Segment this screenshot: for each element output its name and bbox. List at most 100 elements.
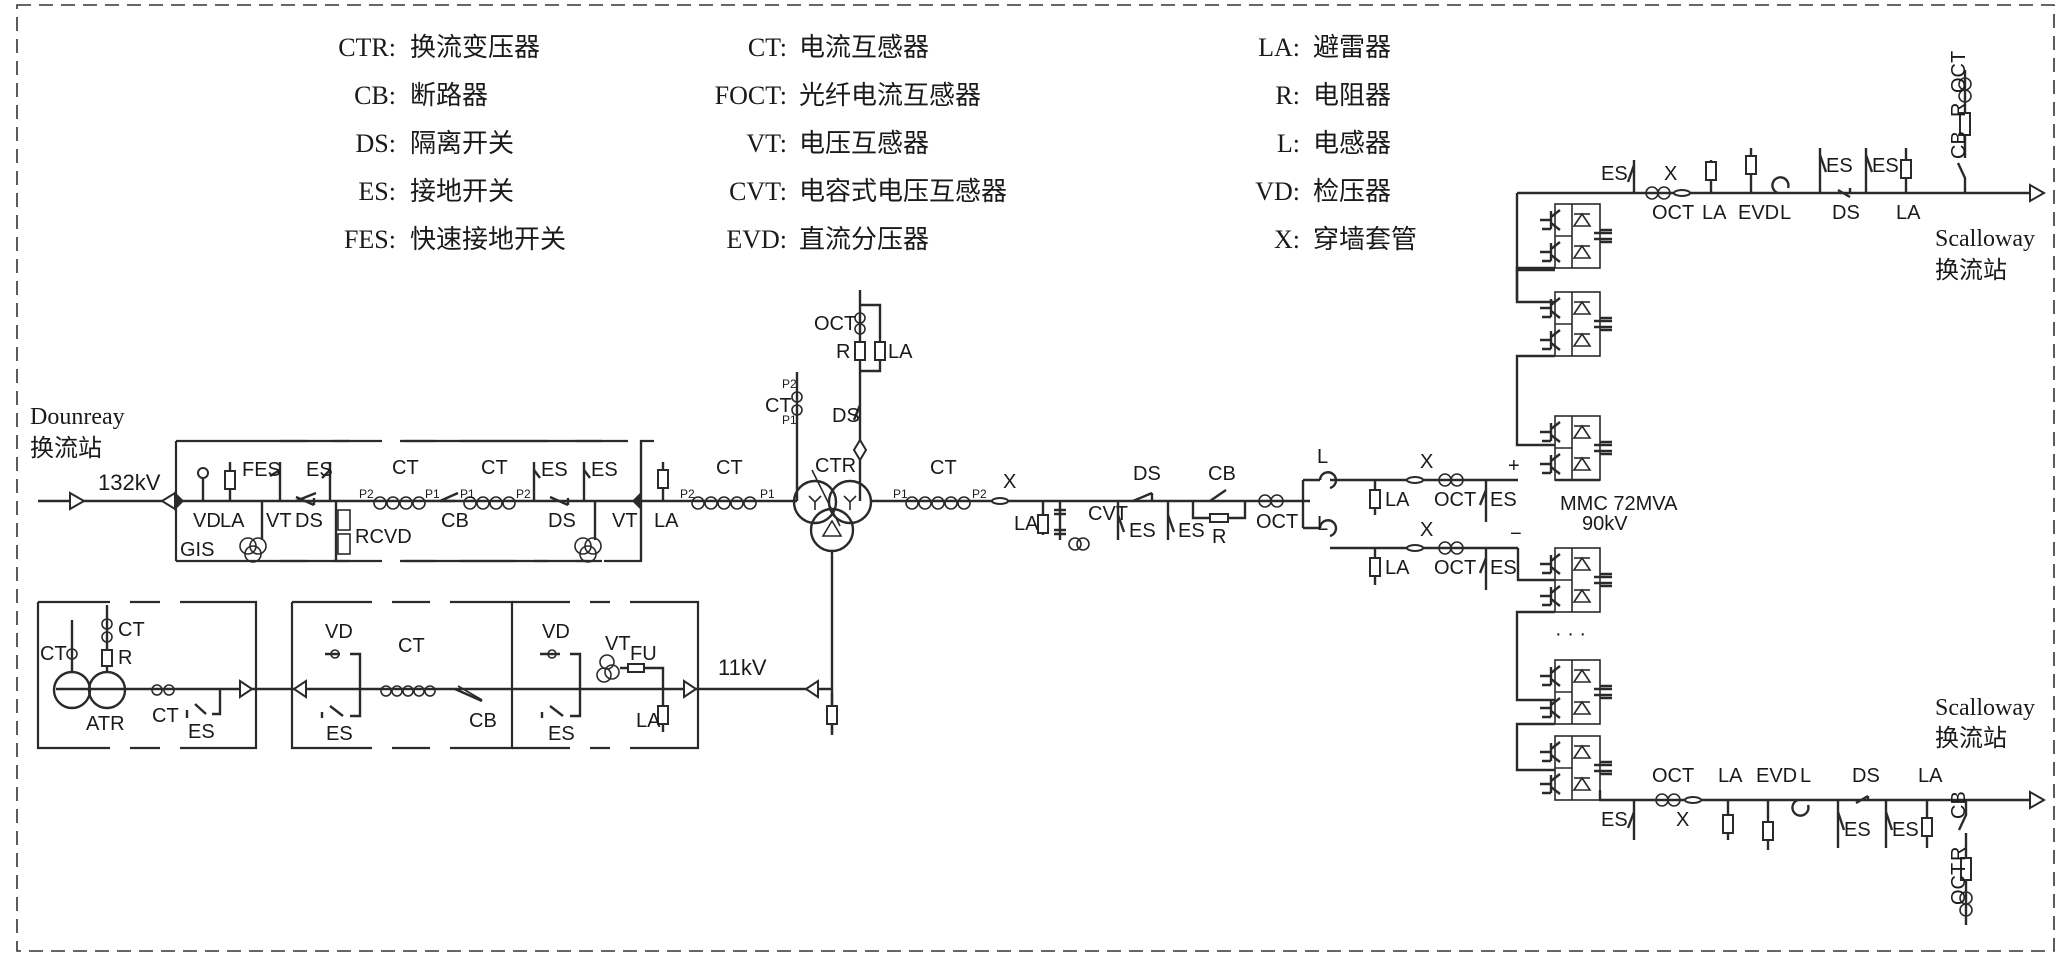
rcvd-divider-icon (337, 509, 351, 531)
earthing-switch-icon (533, 469, 541, 479)
dc-voltage-divider-icon (1762, 821, 1774, 841)
vt-es-label: ES (548, 723, 575, 745)
gis-p2-label: P2 (359, 487, 374, 501)
current-transformer-icon (691, 496, 757, 510)
diode-icon (1572, 332, 1592, 347)
neutral-p1-label: P1 (782, 413, 797, 427)
resistor-icon (854, 341, 866, 361)
top-ds-label: DS (832, 405, 860, 427)
ctr-label: CTR (815, 455, 856, 477)
igbt-icon (1540, 553, 1561, 575)
top-oct-label: OCT (814, 313, 856, 335)
legend-meaning: 换流变压器 (410, 33, 540, 62)
igbt-icon (1540, 209, 1561, 231)
bot-l-label: L (1800, 765, 1811, 787)
valve-es1-label: ES (1129, 520, 1156, 542)
voltage-detector-icon (547, 649, 557, 659)
bot-x-label: X (1676, 809, 1689, 831)
bot-la1-label: LA (1718, 765, 1743, 787)
atr-label: ATR (86, 713, 125, 735)
station-suffix: 换流站 (30, 435, 102, 462)
gis-la-label: LA (220, 510, 245, 532)
surge-arrester-icon (657, 469, 669, 489)
bot-es2-label: ES (1844, 819, 1871, 841)
top-x-label: X (1664, 163, 1677, 185)
legend-meaning: 直流分压器 (799, 225, 929, 254)
dc-voltage-divider-icon (1745, 155, 1757, 175)
pos-pole-sign: + (1508, 455, 1520, 477)
arm-conductor (1515, 266, 1555, 300)
capacitor-icon (1594, 687, 1612, 697)
capacitor-gap (1600, 440, 1612, 456)
atr-r-label: R (118, 647, 132, 669)
legend-meaning: 光纤电流互感器 (799, 81, 981, 110)
top-oct-label2: OCT (1652, 202, 1694, 224)
atr-ct2-label: CT (118, 619, 145, 641)
disconnector-icon (852, 404, 862, 421)
legend-abbr: LA: (1258, 33, 1300, 62)
legend-abbr: ES: (358, 177, 396, 206)
cb-box (290, 600, 514, 750)
top-cb-label: CB (1948, 131, 1970, 159)
pos-oct-label: OCT (1434, 489, 1476, 511)
earthing-switch-icon (1836, 811, 1846, 831)
earthing-switch-icon (1884, 811, 1894, 831)
gis-vt1-label: VT (266, 510, 292, 532)
optical-ct-icon (854, 312, 866, 324)
top-es2-label: ES (1826, 155, 1853, 177)
station-suffix: 换流站 (1935, 257, 2007, 284)
wall-bushing-icon (991, 497, 1009, 505)
earthing-switch-icon (1864, 154, 1874, 173)
top-r-label2: R (1948, 103, 1970, 117)
current-transformer-icon (151, 684, 163, 696)
gis-cb-label: CB (441, 510, 469, 532)
surge-arrester-icon (874, 341, 886, 361)
vt-vd-label: VD (542, 621, 570, 643)
voltage-detector-icon (197, 467, 209, 479)
legend-abbr: X: (1274, 225, 1300, 254)
current-transformer-icon (101, 618, 113, 630)
diode-icon (1572, 556, 1592, 571)
surge-arrester-icon (657, 705, 669, 725)
capacitor-icon (1594, 319, 1612, 329)
gis-vt2-label: VT (612, 510, 638, 532)
surge-arrester-icon (1369, 489, 1381, 509)
station-name: Dounreay (30, 404, 125, 430)
pos-la-label: LA (1385, 489, 1410, 511)
wall-bushing-icon (1406, 544, 1424, 552)
valve-ds-label: DS (1133, 463, 1161, 485)
ac-p1-label: P1 (760, 487, 775, 501)
earthing-switch-icon (321, 469, 331, 479)
circuit-breaker-icon (439, 491, 459, 503)
bot-evd-label: EVD (1756, 765, 1797, 787)
igbt-icon (1540, 421, 1561, 443)
mmc-rating-label: MMC 72MVA (1560, 493, 1678, 515)
circuit-breaker-icon (1957, 800, 1968, 831)
current-transformer-icon (905, 496, 971, 510)
pos-es-label: ES (1490, 489, 1517, 511)
valve-x-label: X (1003, 471, 1016, 493)
fuse-icon (627, 663, 645, 673)
cb-es-label: ES (326, 723, 353, 745)
valve-l-bot-label: L (1317, 513, 1328, 535)
bushing-arrow-icon (292, 679, 307, 699)
bushing-arrow-icon (160, 491, 176, 511)
surge-arrester-icon (1921, 817, 1933, 837)
valve-p2-label: P2 (972, 487, 987, 501)
earthing-switch-icon (1116, 514, 1126, 533)
top-la-label: LA (888, 341, 913, 363)
earthing-switch-icon (1626, 811, 1636, 829)
bot-r-label: R (1948, 847, 1970, 861)
diode-icon (1572, 300, 1592, 315)
bushing-arrow-icon (69, 491, 87, 511)
gis-label: GIS (180, 539, 214, 561)
cb-vd-label: VD (325, 621, 353, 643)
capacitor-icon (1594, 231, 1612, 241)
outer-boundary (16, 4, 2055, 952)
wall-bushing-icon (1673, 189, 1691, 197)
wall-bushing-icon (1406, 476, 1424, 484)
arm-conductor (1515, 650, 1555, 702)
igbt-icon (1540, 585, 1561, 607)
diode-icon (1572, 700, 1592, 715)
